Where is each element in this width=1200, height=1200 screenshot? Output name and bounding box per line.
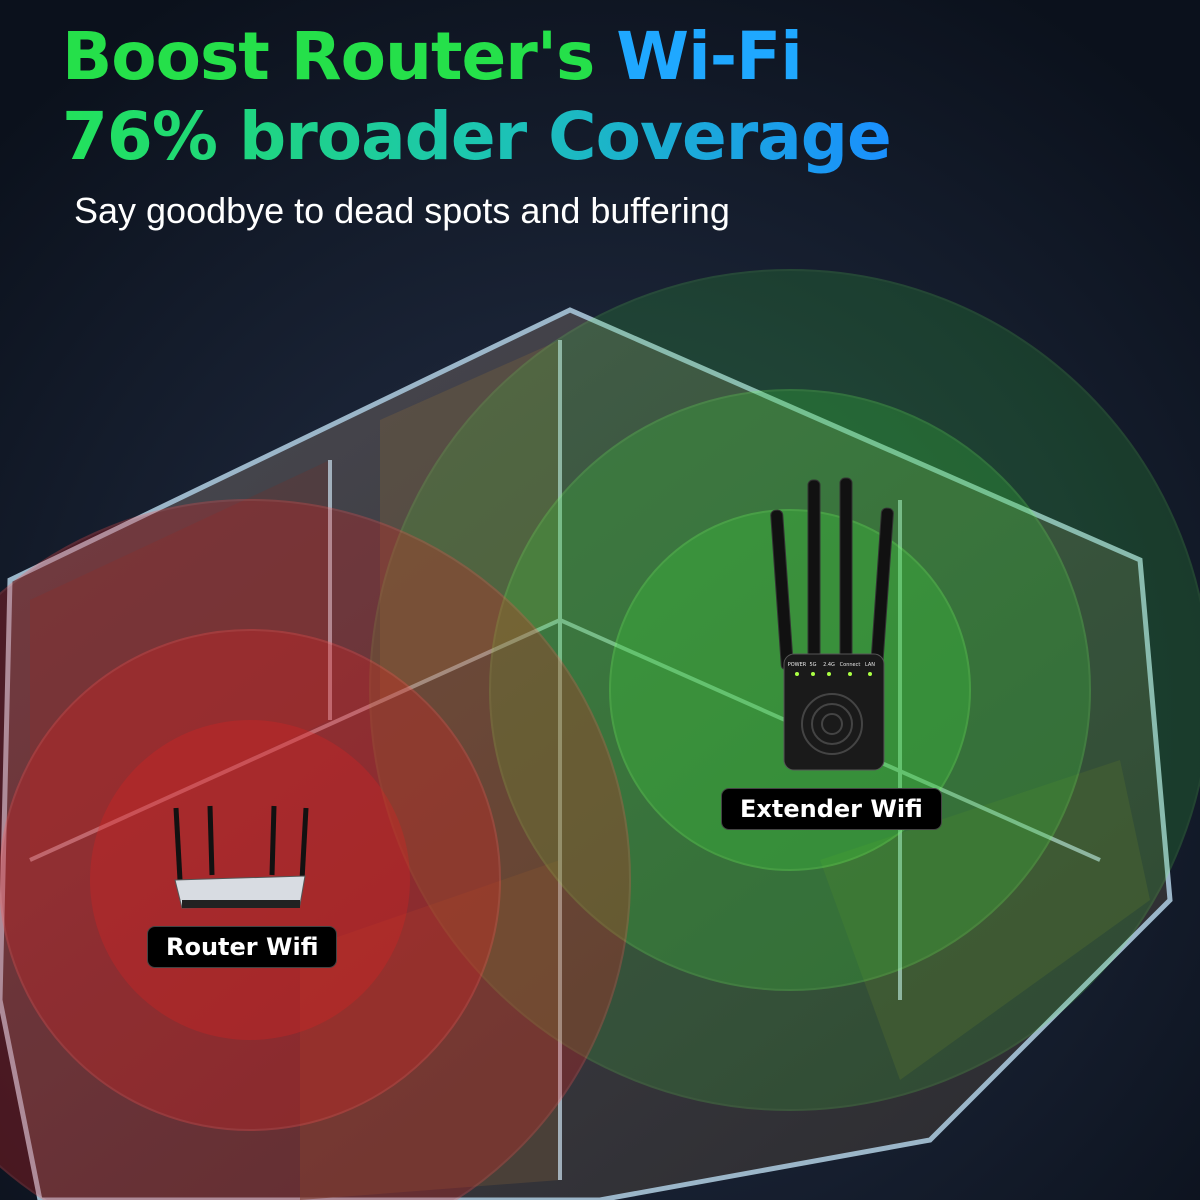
router-wifi-label: Router Wifi (147, 926, 338, 968)
router-device (173, 805, 309, 909)
led-label-power: POWER (788, 662, 807, 668)
house (0, 307, 1173, 1200)
headline-line-2: 76% broader Coverage (62, 104, 892, 170)
led-label-lan: LAN (865, 662, 875, 668)
led-label-connect: Connect (840, 662, 861, 668)
status-leds (795, 672, 872, 676)
led-label-2-4g: 2.4G (823, 662, 835, 668)
extender-device: POWER 5G 2.4G Connect LAN (770, 477, 894, 771)
headline-coverage: 76% broader Coverage (62, 98, 892, 175)
extender-wifi-label: Extender Wifi (721, 788, 942, 830)
subtitle: Say goodbye to dead spots and buffering (74, 190, 730, 231)
headline-part-2: Wi-Fi (616, 18, 803, 95)
headline-part-1: Boost Router's (62, 18, 595, 95)
headline-line-1: Boost Router's Wi-Fi (62, 24, 803, 90)
led-label-5g: 5G (809, 662, 816, 668)
